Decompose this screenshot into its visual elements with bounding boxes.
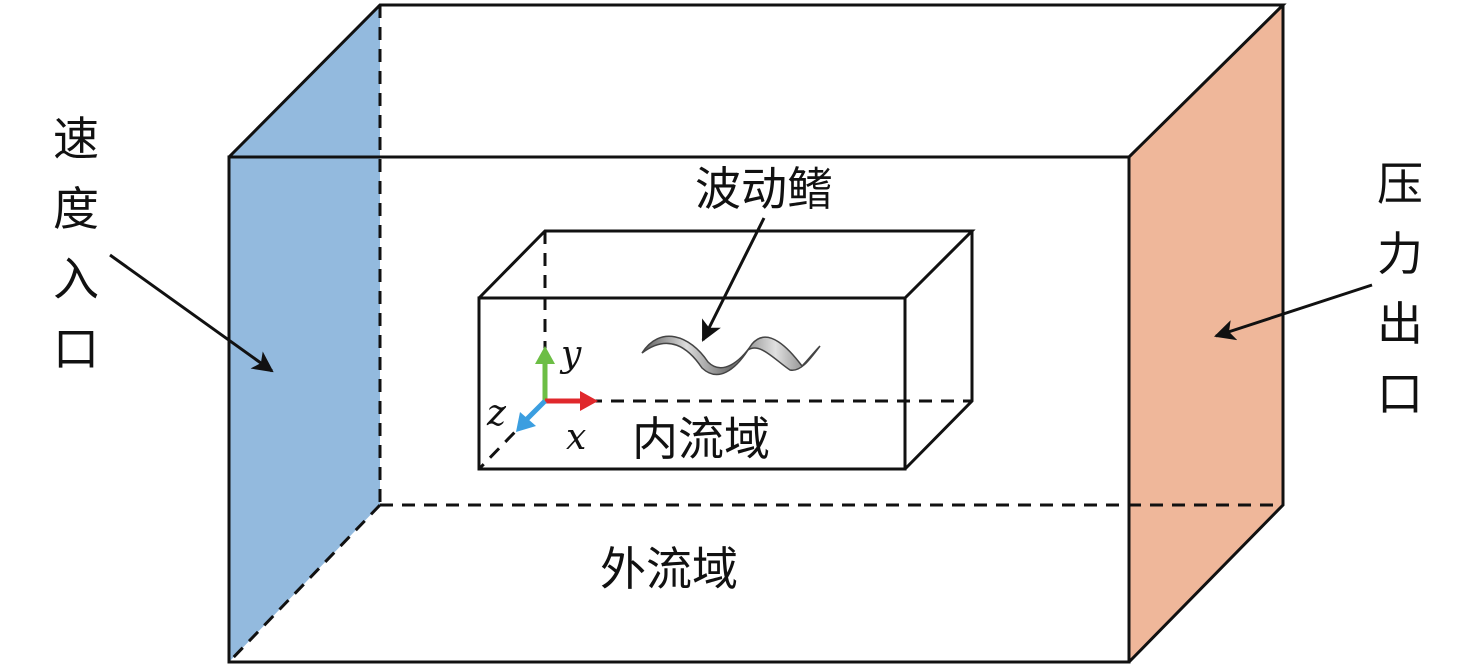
outer-domain-label: 外流域	[600, 542, 738, 596]
pressure-outlet-arrow	[1214, 283, 1373, 341]
pressure-outlet-label: 压力出口	[1377, 157, 1423, 421]
axis-x-label: x	[566, 417, 586, 458]
velocity-inlet-label: 速度入口	[53, 112, 99, 376]
inner-domain-label: 内流域	[632, 412, 770, 466]
outer-domain-hidden-edges	[227, 5, 1283, 664]
velocity-inlet-arrow	[109, 253, 274, 373]
outer-domain-box	[227, 3, 1287, 664]
undulating-fin-label: 波动鳍	[695, 162, 833, 216]
coordinate-axes	[516, 346, 598, 432]
velocity-inlet-face	[229, 5, 380, 662]
axis-z-label: z	[486, 393, 507, 434]
undulating-fin	[641, 335, 821, 376]
pressure-outlet-face	[1129, 5, 1283, 662]
axis-y-label: y	[559, 334, 582, 375]
undulating-fin-arrow	[701, 217, 766, 342]
